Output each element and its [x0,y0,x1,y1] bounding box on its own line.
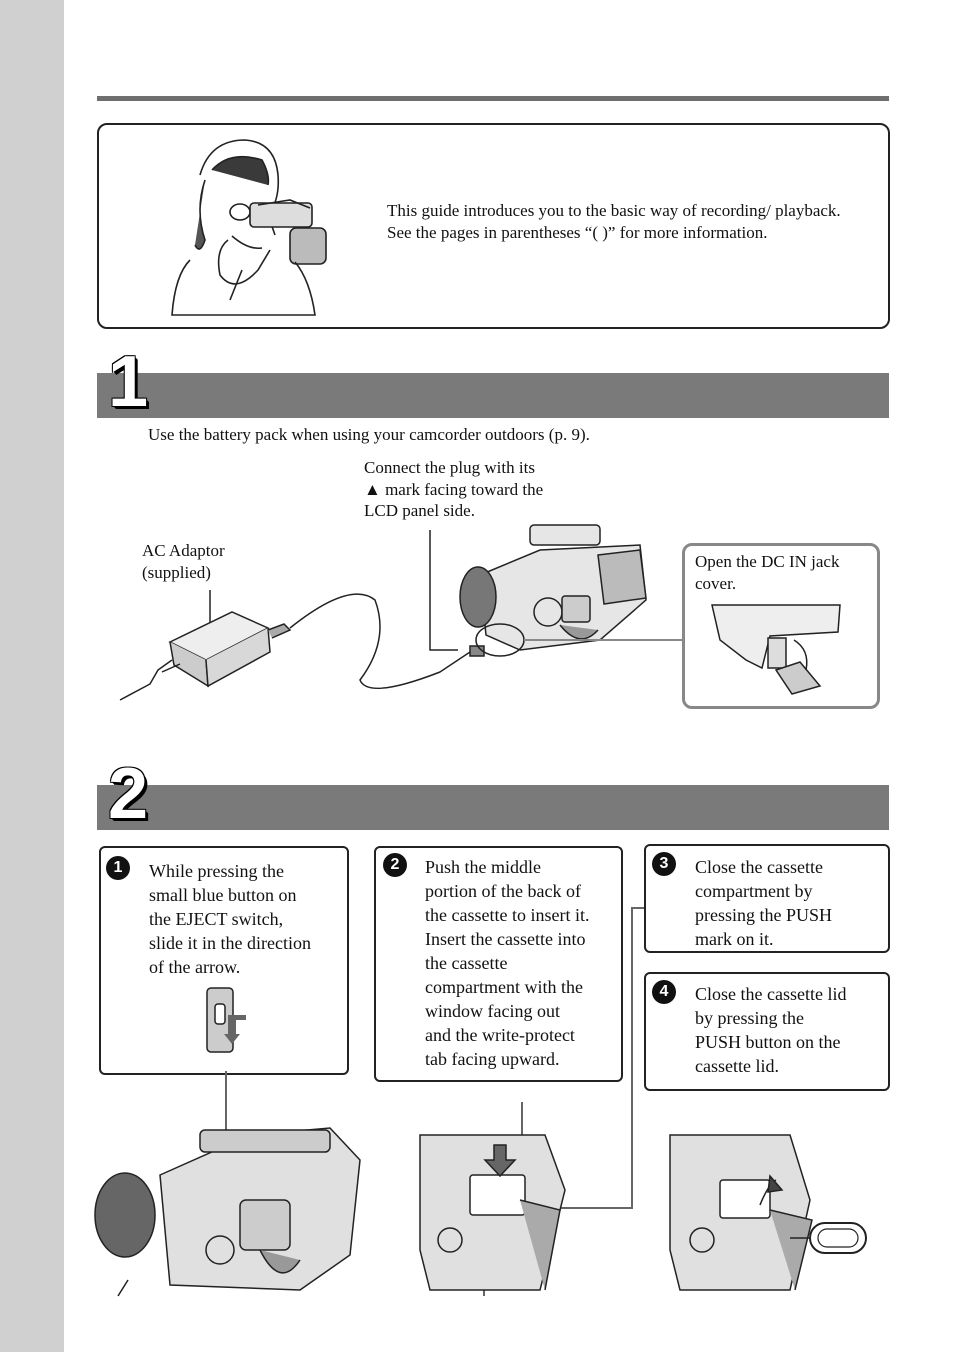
page-sidebar [0,0,64,1352]
intro-box [97,123,890,329]
step-4-number: 4 [652,980,676,1004]
step-1-line-2: small blue button on [149,885,297,905]
section-2-number: 2 [108,754,149,834]
cassette-insert-icon [419,1134,566,1291]
step-3-line-1: Close the cassette [695,857,823,877]
step-2-box [374,846,623,1082]
adaptor-label-line-2: (supplied) [142,563,211,582]
ac-adaptor-icon [119,590,485,701]
battery-note: Use the battery pack when using your cam… [148,425,590,444]
step-2-line-5: the cassette [425,953,508,973]
step-2-line-6: compartment with the [425,977,583,997]
intro-text: This guide introduces you to the basic w… [387,201,841,242]
step-1-number: 1 [106,856,130,880]
step-4-line-2: by pressing the [695,1008,804,1028]
camcorder-icon [459,524,647,651]
step-3-number: 3 [652,852,676,876]
dc-in-callout-line-2: cover. [695,574,737,593]
top-rule [97,96,889,101]
step-2-line-9: tab facing upward. [425,1049,560,1069]
step-4-box [644,972,890,1091]
section-1-number: 1 [108,342,149,422]
step-1-line-4: slide it in the direction [149,933,311,953]
plug-callout-line-2: ▲ mark facing toward the [364,480,544,499]
step-2-line-8: and the write-protect [425,1025,575,1045]
dc-in-callout-line-1: Open the DC IN jack [695,552,840,571]
step-2-line-3: the cassette to insert it. [425,905,590,925]
step-3-line-4: mark on it. [695,929,774,949]
step-2-line-2: portion of the back of [425,881,581,901]
plug-callout-line-3: LCD panel side. [364,501,475,520]
step-2-line-4: Insert the cassette into [425,929,586,949]
section-1-bar [97,373,889,418]
step-4-line-3: PUSH button on the [695,1032,841,1052]
step-4-line-4: cassette lid. [695,1056,779,1076]
dc-in-callout-box [682,543,880,709]
plug-callout-line-1: Connect the plug with its [364,458,535,477]
adaptor-label-line-1: AC Adaptor [142,541,225,560]
camcorder-eject-icon [94,1127,361,1297]
step-3-box [644,844,890,953]
eject-switch-icon [206,987,246,1053]
step-2-number: 2 [383,853,407,877]
cassette-close-icon [669,1134,813,1291]
dc-in-jack-icon [711,604,841,695]
step-2-line-7: window facing out [425,1001,560,1021]
push-button-icon [809,1222,867,1254]
step-4-line-1: Close the cassette lid [695,984,847,1004]
step-3-line-3: pressing the PUSH [695,905,833,925]
person-camcorder-icon [171,139,327,316]
step-3-line-2: compartment by [695,881,813,901]
step-1-line-3: the EJECT switch, [149,909,284,929]
step-2-line-1: Push the middle [425,857,541,877]
step-1-line-5: of the arrow. [149,957,241,977]
step-1-line-1: While pressing the [149,861,284,881]
section-2-bar [97,785,889,830]
